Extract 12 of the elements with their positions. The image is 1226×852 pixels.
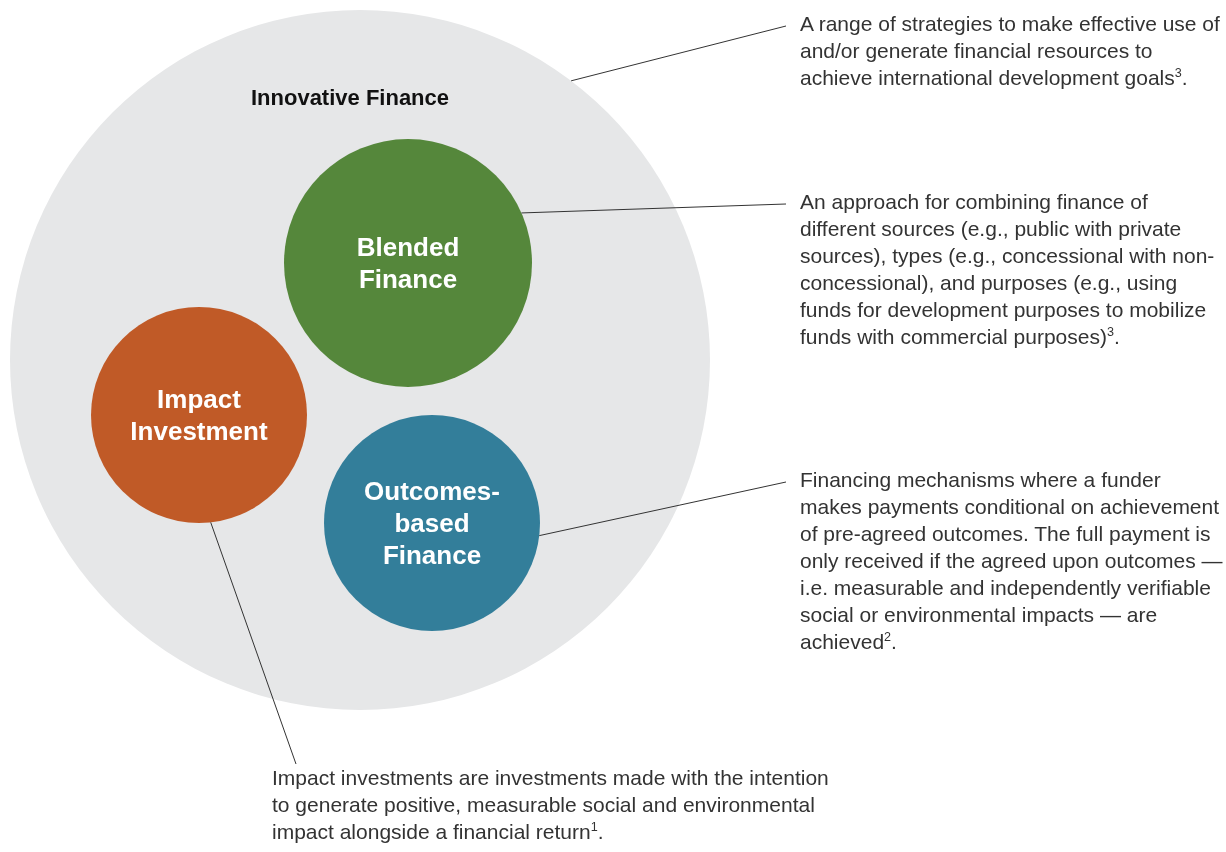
description-text: Impact investments are investments made with the intention to generate positive, measurable social and environmental impact alongside a financial return$^{1}$. [272, 764, 852, 845]
description-text: Financing mechanisms where a funder makes payments conditional on achievement of pre-agreed outcomes. The full payment is only received if the agreed upon outcomes — i.e. measurable and independently verifiable social or environmental impacts — are achieved$^{2}$. [800, 466, 1224, 655]
circle-title: Blended Finance [355, 231, 461, 295]
description-text: A range of strategies to make effective use of and/or generate financial resources to achieve international development goals$^{3}$. [800, 10, 1220, 91]
leader-line [538, 481, 787, 537]
circle-title: Innovative Finance [249, 84, 451, 112]
circle-title: Impact Investment [129, 383, 269, 447]
circle-title: Outcomes-based Finance [363, 475, 501, 571]
leader-line [210, 521, 297, 765]
leader-line [520, 203, 787, 214]
description-text: An approach for combining finance of different sources (e.g., public with private sources), types (e.g., concessional with non-concessional), and purposes (e.g., using funds for development purposes to mobilize funds with commercial purposes)$^{3}$. [800, 188, 1224, 350]
leader-line [570, 25, 787, 82]
